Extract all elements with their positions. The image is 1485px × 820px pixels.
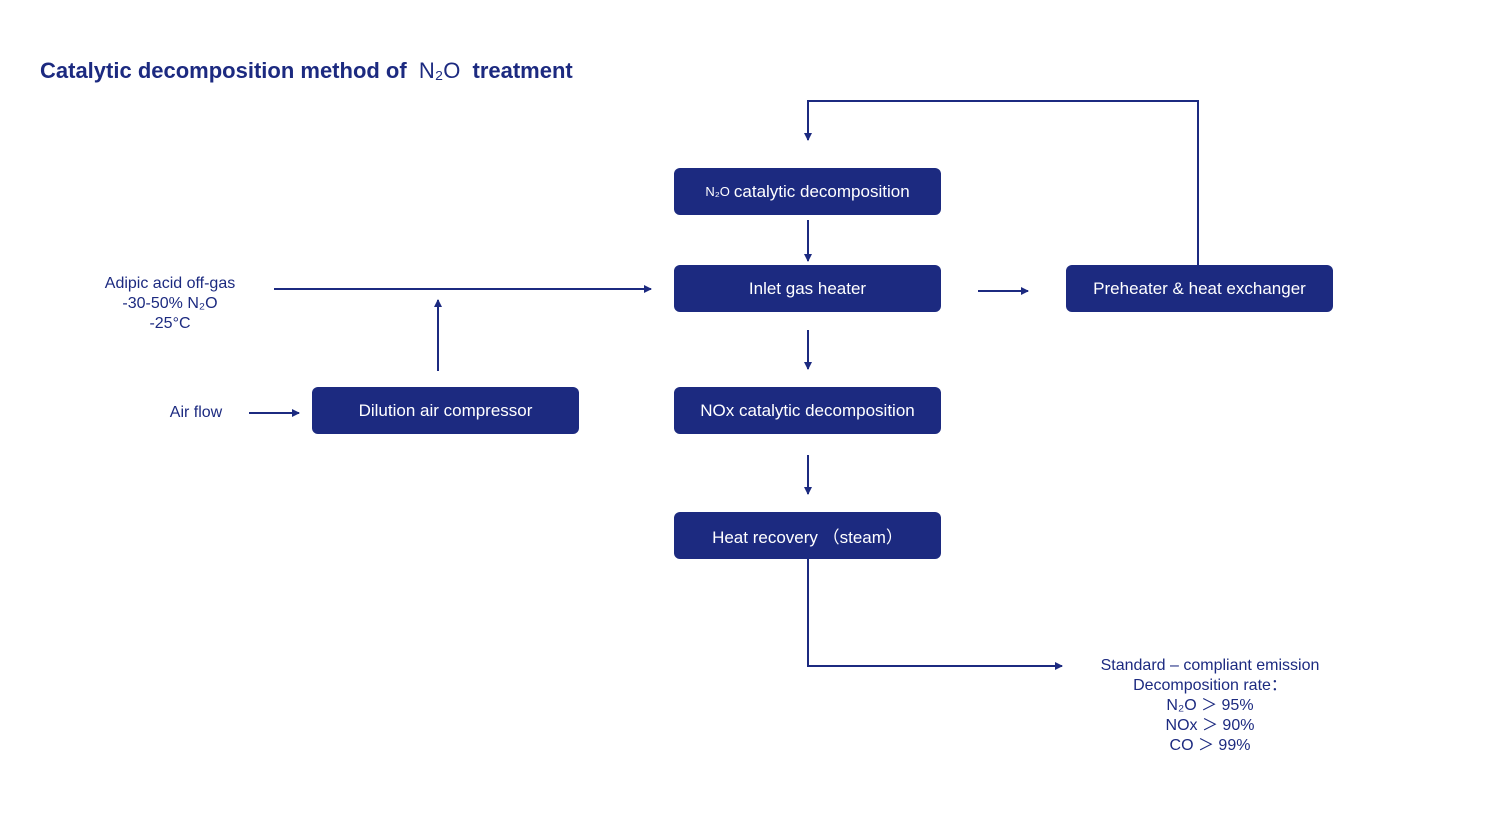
inlet-gas-heater-box: Inlet gas heater xyxy=(674,265,941,312)
n2o-catalytic-decomposition-box: N₂O catalytic decomposition xyxy=(674,168,941,215)
dilution-compressor-box: Dilution air compressor xyxy=(312,387,579,434)
nox-catalytic-decomposition-box: NOx catalytic decomposition xyxy=(674,387,941,434)
preheater-box: Preheater & heat exchanger xyxy=(1066,265,1333,312)
n2o-chem-label: N₂O xyxy=(705,184,730,199)
offgas-line-3: -25°C xyxy=(149,315,191,332)
offgas-line-2: -30-50% N₂O xyxy=(122,295,218,312)
arrow-recovery-to-emission xyxy=(807,558,1063,670)
nox-catalytic-label: NOx catalytic decomposition xyxy=(700,400,915,420)
offgas-input-label: Adipic acid off-gas -30-50% N₂O -25°C xyxy=(80,274,260,334)
heat-recovery-box: Heat recovery （steam） xyxy=(674,512,941,559)
title-suffix: treatment xyxy=(472,58,573,83)
inlet-gas-heater-label: Inlet gas heater xyxy=(748,278,867,298)
offgas-line-1: Adipic acid off-gas xyxy=(104,275,236,292)
n2o-catalytic-label: catalytic decomposition xyxy=(733,181,910,201)
dilution-compressor-label: Dilution air compressor xyxy=(358,400,533,420)
air-flow-text: Air flow xyxy=(169,404,223,421)
diagram-title: Catalytic decomposition method of N₂O tr… xyxy=(40,58,573,84)
title-prefix: Catalytic decomposition method of xyxy=(40,58,407,83)
heat-recovery-label: Heat recovery （steam） xyxy=(712,528,903,547)
title-chem: N₂O xyxy=(418,58,461,83)
emission-output-label: Standard – compliant emission Decomposit… xyxy=(1070,656,1350,756)
air-flow-label: Air flow xyxy=(146,403,246,423)
emission-line-1: Standard – compliant emission xyxy=(1100,657,1320,674)
emission-line-3: N₂O ＞ 95% xyxy=(1166,697,1254,714)
loop-arrow-preheater-to-n2o xyxy=(804,100,1199,265)
emission-line-2: Decomposition rate： xyxy=(1133,677,1287,694)
emission-line-4: NOx ＞ 90% xyxy=(1165,717,1255,734)
preheater-label: Preheater & heat exchanger xyxy=(1093,278,1306,298)
emission-line-5: CO ＞ 99% xyxy=(1169,737,1251,754)
